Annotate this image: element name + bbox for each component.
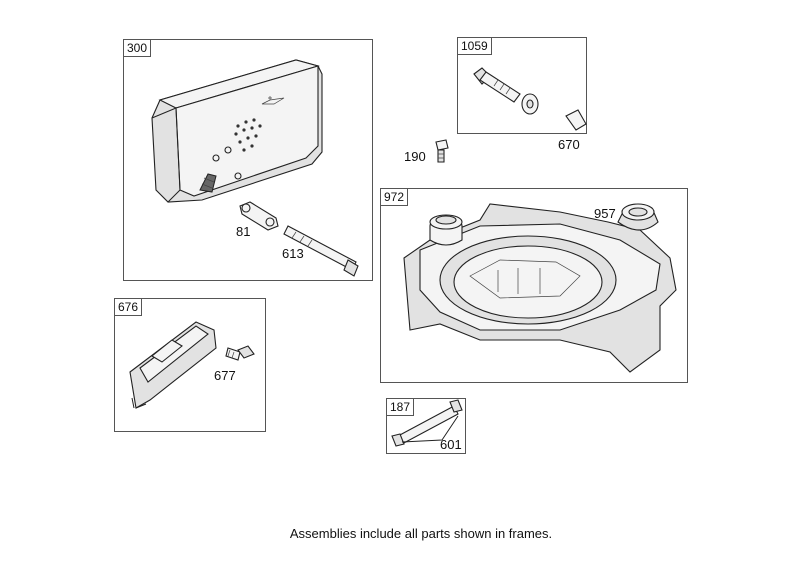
stud-613-drawing [283, 225, 359, 277]
frame-tag-300: 300 [123, 39, 152, 57]
frame-tag-1059: 1059 [457, 37, 492, 55]
muffler-drawing [151, 59, 323, 203]
frame-676-guard: 676 [114, 298, 266, 432]
callout-81: 81 [236, 224, 251, 239]
screw-677-drawing [225, 345, 255, 361]
fuel-tank-drawing [403, 203, 677, 373]
callout-677: 677 [214, 368, 236, 383]
callout-601: 601 [440, 437, 462, 452]
footer-note: Assemblies include all parts shown in fr… [289, 526, 553, 541]
frame-tag-187: 187 [386, 398, 415, 416]
frame-187-fuel-line: 187 [386, 398, 466, 454]
callout-613: 613 [282, 246, 304, 261]
frame-tag-972: 972 [380, 188, 409, 206]
callout-670: 670 [558, 137, 580, 152]
frame-1059-bolt-kit: 1059 [457, 37, 587, 134]
fuel-line-drawing [391, 399, 463, 447]
guard-drawing [129, 321, 217, 409]
fitting-190-drawing [435, 139, 449, 163]
frame-tag-676: 676 [114, 298, 143, 316]
callout-190: 190 [404, 149, 426, 164]
frame-300-muffler: 300 [123, 39, 373, 281]
frame-972-fuel-tank: 972 [380, 188, 688, 383]
bolt-1059-drawing [473, 67, 587, 131]
callout-957: 957 [594, 206, 616, 221]
fuel-cap-957-drawing [617, 203, 659, 231]
gasket-81-drawing [239, 201, 279, 231]
